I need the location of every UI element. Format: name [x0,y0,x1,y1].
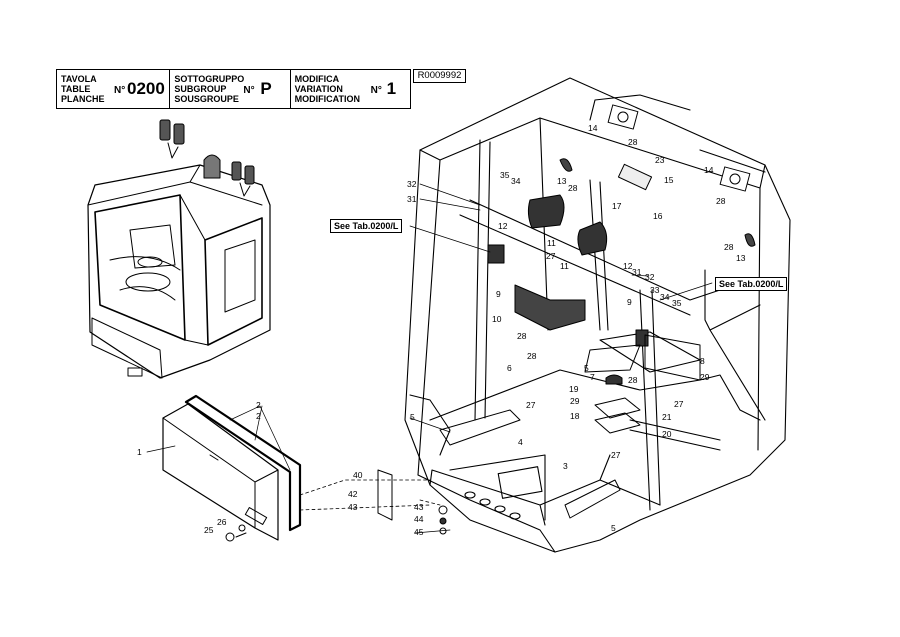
modification-cell: MODIFICA VARIATION MODIFICATION N° 1 [291,70,410,108]
subgroup-no-label: N° [243,85,255,96]
callout-label: 5 [584,363,589,373]
guide-lines [299,479,441,511]
callout-label: 43 [414,502,424,512]
subgroup-label-it: SOTTOGRUPPO [174,74,245,84]
leader-lines [146,183,713,534]
modification-no-label: N° [370,85,382,96]
callout-label: 14 [704,165,714,175]
callout-label: 45 [414,527,424,537]
callout-label: 5 [611,523,616,533]
callout-label: 26 [217,517,227,527]
modification-value: 1 [386,79,397,98]
parts [225,104,756,542]
subgroup-label-en: SUBGROUP [174,84,227,94]
subgroup-value: P [260,79,272,98]
title-block: TAVOLA TABLE PLANCHE N° 0200 SOTTOGRUPPO… [56,69,411,109]
callout-label: 31 [407,194,417,204]
callout-label: 11 [547,238,556,248]
table-cell: TAVOLA TABLE PLANCHE N° 0200 [57,70,171,108]
callout-label: 23 [655,155,665,165]
callout-label: 10 [492,314,502,324]
callout-label: 28 [628,137,638,147]
callout-label: 28 [527,351,537,361]
table-number: 0200 [127,79,165,98]
callout-label: 8 [700,356,705,366]
drawing-reference: R0009992 [413,69,466,83]
callout-label: 6 [507,363,512,373]
modification-label-en: VARIATION [294,84,343,94]
subgroup-cell: SOTTOGRUPPO SUBGROUP SOUSGROUPE N° P [170,70,291,108]
see-table-link[interactable]: See Tab.0200/L [715,277,788,291]
cab-overview [87,119,271,379]
callout-label: 18 [570,411,580,421]
callout-label: 14 [588,123,598,133]
modification-labels: MODIFICA VARIATION MODIFICATION [295,74,360,104]
subgroup-labels: SOTTOGRUPPO SUBGROUP SOUSGROUPE [174,74,244,104]
table-label-fr: PLANCHE [61,94,105,104]
callout-label: 19 [569,384,579,394]
callout-label: 27 [526,400,536,410]
callout-label: 9 [627,297,632,307]
table-label-en: TABLE [61,84,91,94]
callout-label: 35 [500,170,510,180]
callout-label: 13 [557,176,567,186]
callout-label: 27 [546,251,556,261]
callout-label: 25 [204,525,214,535]
callout-label: 43 [348,502,358,512]
callout-label: 16 [653,211,663,221]
callout-label: 44 [414,514,424,524]
callout-label: 1 [137,447,142,457]
callout-label: 32 [645,272,655,282]
subgroup-label-fr: SOUSGROUPE [174,94,239,104]
callout-label: 34 [660,292,670,302]
callout-label: 17 [612,201,622,211]
callout-label: 28 [724,242,734,252]
callout-label: 11 [560,261,569,271]
callout-label: 28 [517,331,527,341]
callout-label: 15 [664,175,674,185]
callout-label: 21 [662,412,672,422]
modification-label-fr: MODIFICATION [294,94,360,104]
callout-label: 31 [632,267,642,277]
see-table-link[interactable]: See Tab.0200/L [330,219,403,233]
cab-frame [404,77,791,553]
callout-label: 3 [563,461,568,471]
callout-label: 33 [650,285,660,295]
table-label-it: TAVOLA [61,74,97,84]
callout-label: 2 [256,400,261,410]
table-no-label: N° [114,85,126,96]
callout-label: 20 [662,429,672,439]
callout-label: 29 [570,396,580,406]
callout-label: 12 [623,261,633,271]
callout-label: 2 [256,411,261,421]
callout-label: 35 [672,298,682,308]
callout-label: 27 [611,450,621,460]
table-labels: TAVOLA TABLE PLANCHE [61,74,105,104]
callout-label: 28 [628,375,638,385]
callout-label: 4 [518,437,523,447]
callout-label: 13 [736,253,746,263]
callout-label: 5 [410,412,415,422]
callout-label: 42 [348,489,358,499]
callout-label: 28 [716,196,726,206]
callout-label: 27 [674,399,684,409]
callout-label: 28 [568,183,578,193]
callout-label: 40 [353,470,363,480]
door-panel [162,394,302,541]
callout-label: 9 [496,289,501,299]
callout-label: 29 [700,372,710,382]
callout-label: 34 [511,176,521,186]
callout-label: 12 [498,221,508,231]
modification-label-it: MODIFICA [294,74,340,84]
callout-label: 7 [590,372,595,382]
callout-label: 32 [407,179,417,189]
